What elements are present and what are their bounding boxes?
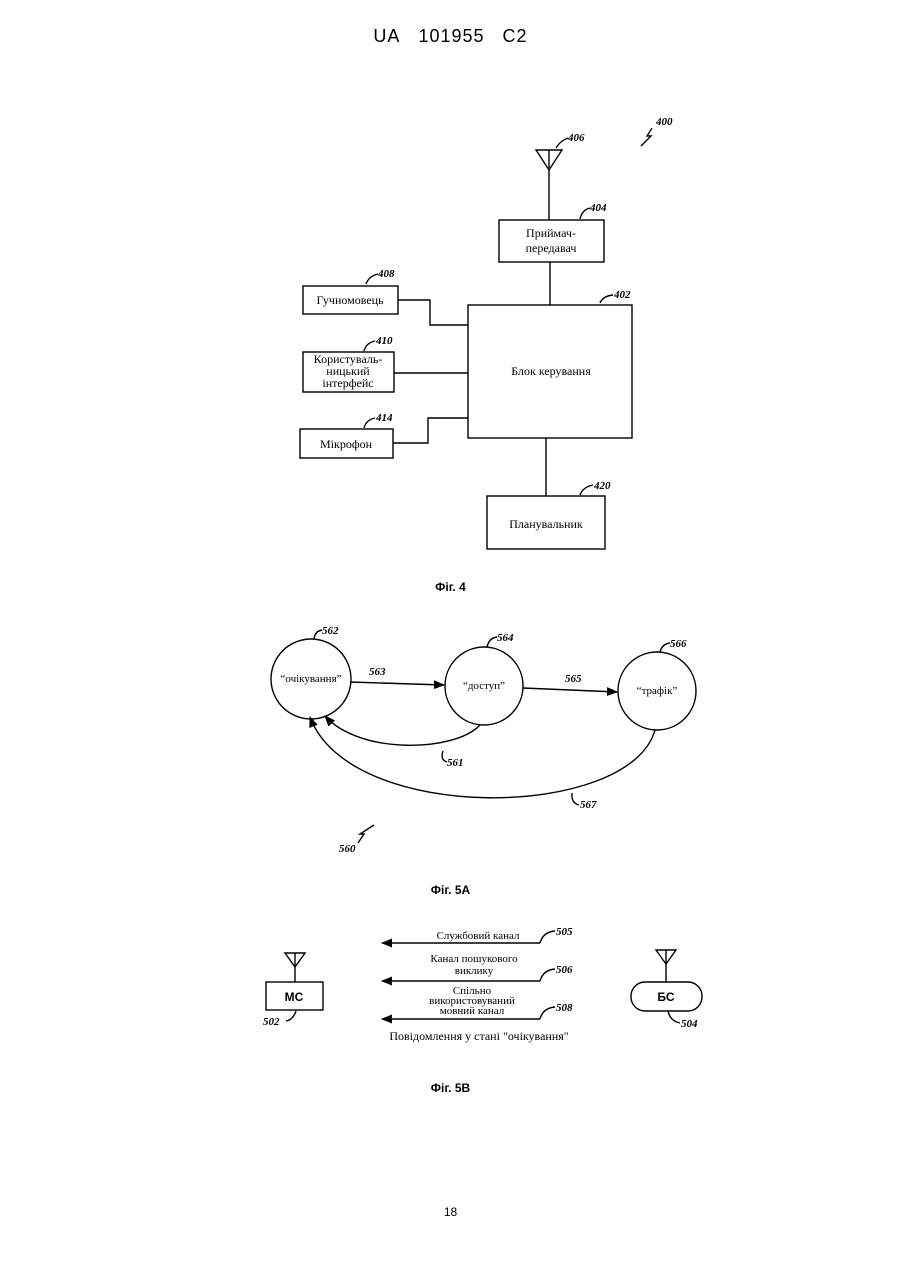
transition-561-label: 561 [447,757,464,769]
scheduler-label: Планувальник [509,517,583,531]
channel-505-ref: 505 [556,926,573,938]
fig5b-caption: Фіг. 5B [0,1081,901,1095]
user-interface-ref: 410 [375,335,393,347]
scheduler-ref-leader [580,485,593,495]
speaker-ref: 408 [377,268,395,280]
channel-506-leader [540,969,555,981]
control-block-ref: 402 [613,289,631,301]
fig4-ref-400-arrow [641,128,652,146]
fig4-caption: Фіг. 4 [0,580,901,594]
access-state-label: “доступ” [463,680,505,692]
transition-565 [523,688,617,692]
ms-antenna-icon [285,953,305,982]
microphone-ref: 414 [375,412,393,424]
channel-506-ref: 506 [556,964,573,976]
traffic-state-label: “трафік” [637,685,678,697]
fig4-diagram: 400 406 404 Приймач- передавач 402 Блок … [300,116,673,549]
fig5b-footer-text: Повідомлення у стані "очікування" [389,1029,568,1043]
idle-state-label: “очікування” [280,673,341,685]
channel-505-label: Службовий канал [437,930,520,942]
antenna-icon [536,150,562,220]
channel-506-label-line2: виклику [455,965,494,977]
ms-label: МС [285,990,304,1004]
speaker-ref-leader [366,274,378,284]
transceiver-ref: 404 [589,202,607,214]
transition-567 [310,717,655,798]
transition-563-label: 563 [369,666,386,678]
microphone-label: Мікрофон [320,437,373,451]
control-block-ref-leader [600,295,613,303]
channel-508-ref: 508 [556,1002,573,1014]
fig5b-diagram: МС 502 БС 504 Службовий канал 505 Канал … [263,926,702,1043]
ms-ref: 502 [263,1016,280,1028]
bs-ref: 504 [681,1018,698,1030]
bs-label: БС [657,990,674,1004]
speaker-label: Гучномовець [316,293,384,307]
fig5a-ref-560-arrow [358,825,374,843]
channel-508-label-line3: мовний канал [440,1005,505,1017]
transition-567-label: 567 [580,799,597,811]
transceiver-label-line1: Приймач- [526,226,576,240]
fig5a-ref-560: 560 [339,843,356,855]
fig4-ref-400: 400 [655,116,673,128]
transition-563 [350,682,444,685]
fig4-ref-406-leader [556,138,568,148]
access-state-ref: 564 [497,632,514,644]
channel-505-leader [540,931,555,943]
transition-565-label: 565 [565,673,582,685]
scheduler-ref: 420 [593,480,611,492]
fig4-ref-406: 406 [567,132,585,144]
fig5a-diagram: “очікування” 562 “доступ” 564 “трафік” 5… [271,625,696,855]
traffic-state-ref: 566 [670,638,687,650]
microphone-ref-leader [364,418,375,428]
transceiver-ref-leader [580,208,590,219]
transition-561 [325,716,480,745]
bs-antenna-icon [656,950,676,982]
bs-ref-leader [668,1011,680,1023]
idle-state-ref-leader [314,630,322,639]
transition-567-leader [572,793,579,805]
fig5a-caption: Фіг. 5A [0,883,901,897]
control-block-label: Блок керування [511,364,591,378]
channel-508-leader [540,1007,555,1019]
user-interface-ref-leader [364,341,375,351]
ms-ref-leader [286,1011,296,1021]
idle-state-ref: 562 [322,625,339,637]
user-interface-label-line3: інтерфейс [322,376,373,390]
access-state-ref-leader [487,637,497,647]
traffic-state-ref-leader [660,643,670,652]
page-number: 18 [0,1205,901,1219]
channel-506-label-line1: Канал пошукового [430,953,518,965]
transceiver-label-line2: передавач [526,241,577,255]
